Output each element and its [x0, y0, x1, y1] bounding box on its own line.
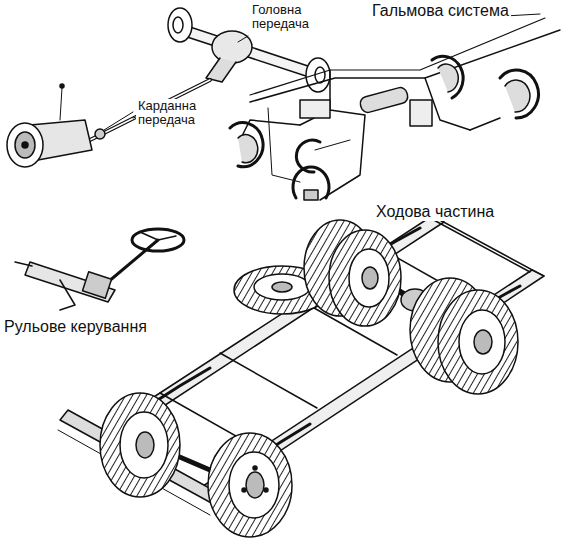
steering-gear [15, 229, 184, 310]
part-label: Головна передача [250, 3, 324, 32]
part-label: Ходова частина [374, 203, 496, 221]
part-label: Гальмова система [370, 2, 511, 20]
gearbox [7, 120, 92, 167]
part-label: Рульове керування [2, 318, 149, 336]
part-label: Карданна передача [136, 99, 218, 128]
chassis-frame [58, 216, 544, 515]
brake-system [230, 18, 560, 200]
wheels [100, 220, 518, 537]
